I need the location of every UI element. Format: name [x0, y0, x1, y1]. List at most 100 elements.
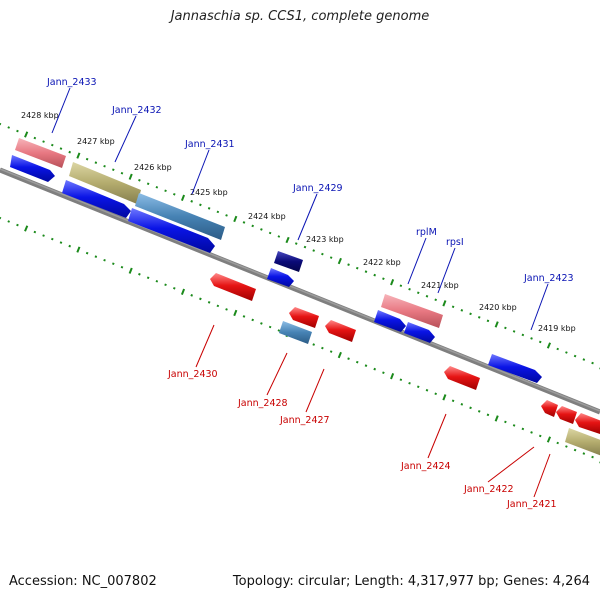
- tick-major: [546, 342, 552, 349]
- gene-jann-2428-reverse[interactable]: [289, 307, 319, 328]
- tick-minor: [451, 399, 455, 403]
- tick-minor: [364, 364, 368, 367]
- tick-major: [180, 194, 186, 201]
- tick-minor: [42, 140, 45, 143]
- gene-jann-2422-reverse[interactable]: [556, 406, 577, 424]
- tick-minor: [512, 424, 516, 427]
- tick-minor: [556, 347, 560, 351]
- tick-minor: [434, 298, 438, 302]
- gene-jann-2427-reverse[interactable]: [325, 320, 356, 342]
- gene-jann-2424-reverse[interactable]: [444, 366, 480, 390]
- label-leaders: [51, 87, 551, 498]
- kbp-label-2423: 2423 kbp: [306, 235, 344, 244]
- kbp-label-2425: 2425 kbp: [190, 188, 228, 197]
- gene-jann-2429-forward[interactable]: [274, 251, 303, 272]
- gene-jann-2432-rna[interactable]: [69, 162, 141, 204]
- tick-minor: [138, 178, 141, 182]
- tick-minor: [277, 329, 281, 332]
- tick-minor: [408, 381, 411, 385]
- gene-jann-2421-reverse[interactable]: [575, 413, 600, 434]
- tick-minor: [408, 287, 411, 291]
- tick-major: [494, 415, 499, 422]
- gene-jann-2428-rna[interactable]: [279, 321, 312, 344]
- tick-minor: [268, 231, 272, 235]
- tick-minor: [7, 220, 11, 223]
- tick-minor: [138, 272, 141, 276]
- gene-label-jann-2428: Jann_2428: [237, 398, 288, 409]
- tick-minor: [190, 294, 194, 297]
- tick-major: [442, 300, 447, 307]
- tick-minor: [591, 455, 594, 459]
- tick-major: [337, 257, 342, 265]
- gene-label-jann-2421: Jann_2421: [506, 499, 557, 510]
- tick-minor: [486, 413, 490, 417]
- kbp-label-2421: 2421 kbp: [421, 281, 459, 290]
- gene-khaki-reverse-rna[interactable]: [565, 428, 600, 456]
- tick-major: [24, 131, 29, 138]
- gene-small-forward-a[interactable]: [267, 268, 294, 287]
- tick-minor: [591, 361, 594, 365]
- tick-minor: [33, 230, 37, 234]
- tick-minor: [190, 200, 194, 203]
- tick-minor: [216, 210, 220, 214]
- tick-major: [128, 267, 133, 274]
- tick-minor: [477, 316, 481, 319]
- gene-rplm-forward[interactable]: [374, 310, 406, 332]
- tick-minor: [469, 312, 472, 316]
- tick-minor: [512, 330, 516, 333]
- gene-label-rpsi: rpsI: [446, 237, 464, 248]
- tick-minor: [312, 249, 316, 252]
- tick-minor: [530, 337, 533, 340]
- tick-minor: [425, 294, 429, 298]
- tick-minor: [146, 276, 150, 280]
- tick-minor: [164, 189, 167, 193]
- tick-minor: [321, 252, 324, 256]
- tick-minor: [120, 171, 124, 175]
- tick-minor: [347, 263, 350, 266]
- gene-rpsi-forward[interactable]: [404, 322, 435, 343]
- tick-minor: [530, 431, 533, 434]
- tick-minor: [329, 350, 333, 353]
- tick-minor: [33, 136, 37, 140]
- tick-minor: [321, 346, 324, 350]
- gene-small-reverse-a[interactable]: [541, 400, 558, 417]
- tick-minor: [460, 309, 464, 312]
- tick-minor: [199, 297, 202, 301]
- tick-minor: [382, 371, 385, 375]
- gene-jann-2433-rna[interactable]: [15, 138, 66, 168]
- tick-minor: [504, 420, 507, 424]
- tick-minor: [364, 270, 368, 273]
- tick-minor: [94, 255, 98, 258]
- tick-minor: [7, 126, 11, 129]
- tick-minor: [538, 340, 542, 344]
- tick-minor: [94, 161, 98, 164]
- gene-jann-2430-reverse[interactable]: [210, 273, 256, 301]
- gene-jann-2423-forward[interactable]: [488, 354, 542, 383]
- tick-minor: [251, 318, 255, 322]
- tick-minor: [477, 410, 481, 413]
- tick-major: [180, 288, 186, 295]
- gene-jann-2432-forward[interactable]: [62, 180, 131, 218]
- gene-label-jann-2433: Jann_2433: [46, 77, 97, 88]
- tick-minor: [103, 258, 106, 262]
- tick-minor: [111, 168, 115, 172]
- tick-minor: [268, 325, 272, 329]
- tick-minor: [68, 150, 72, 154]
- gene-rplm-rna[interactable]: [381, 294, 443, 328]
- kbp-label-2419: 2419 kbp: [538, 324, 576, 333]
- tick-major: [390, 373, 395, 380]
- tick-minor: [565, 445, 568, 448]
- tick-minor: [312, 343, 316, 346]
- gene-jann-2431-forward[interactable]: [128, 208, 215, 253]
- tick-minor: [50, 237, 54, 241]
- gene-jann-2431-rna[interactable]: [135, 193, 225, 240]
- gene-jann-2433-forward[interactable]: [10, 155, 55, 182]
- tick-minor: [155, 280, 159, 283]
- tick-minor: [399, 378, 403, 381]
- tick-minor: [260, 228, 263, 231]
- tick-minor: [16, 129, 19, 133]
- tick-minor: [416, 291, 420, 295]
- tick-minor: [573, 448, 577, 452]
- gene-label-jann-2429: Jann_2429: [292, 183, 343, 194]
